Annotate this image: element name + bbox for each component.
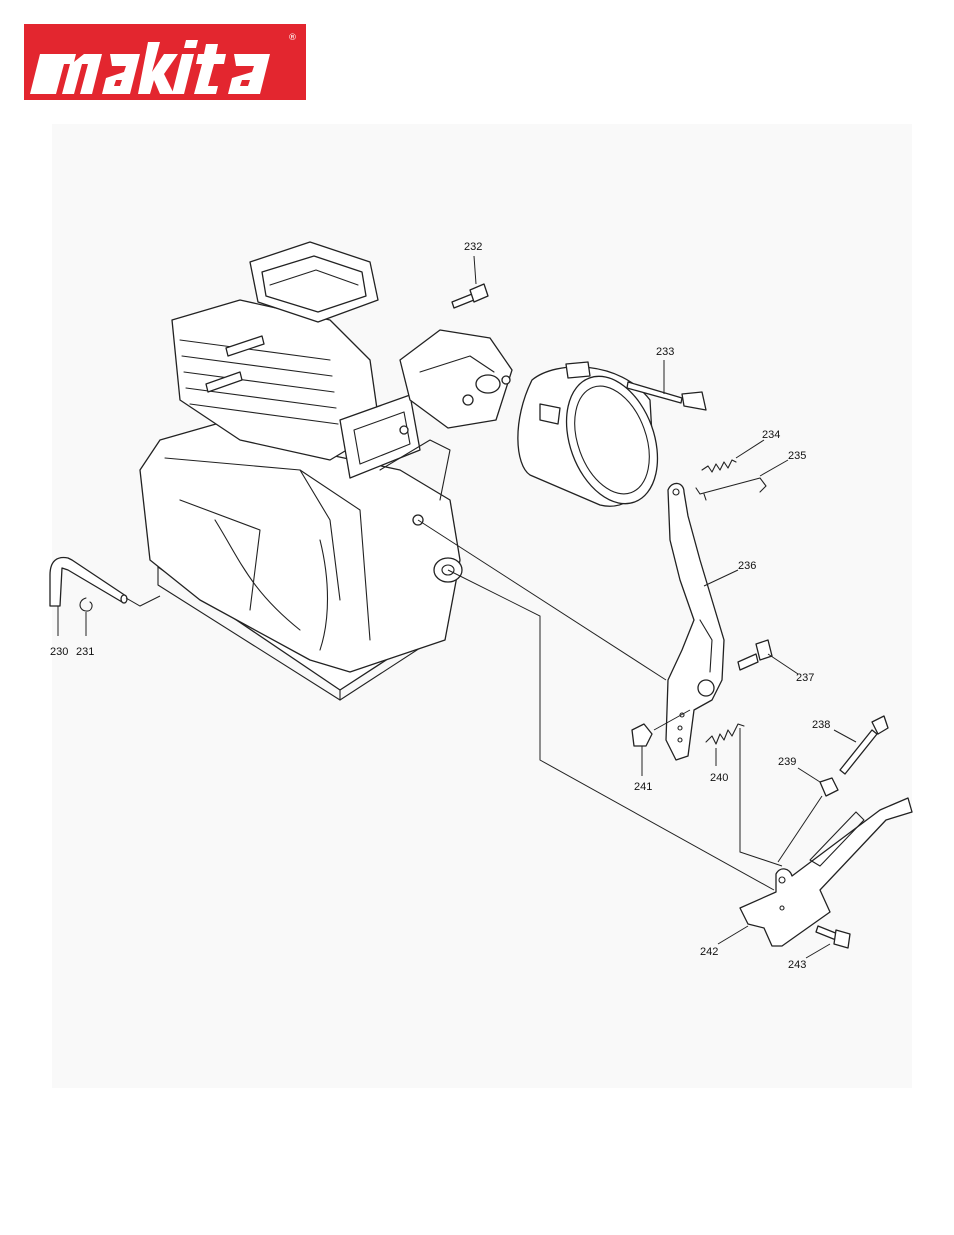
callout-230: 230 xyxy=(50,646,68,658)
engine-illustration xyxy=(140,242,512,700)
callout-234: 234 xyxy=(762,429,780,441)
callout-242: 242 xyxy=(700,946,718,958)
callout-237: 237 xyxy=(796,672,814,684)
callout-238: 238 xyxy=(812,719,830,731)
callout-241: 241 xyxy=(634,781,652,793)
part-242-bracket xyxy=(740,798,912,946)
air-filter-illustration xyxy=(518,362,674,516)
part-232-bolt xyxy=(452,284,488,308)
callout-233: 233 xyxy=(656,346,674,358)
part-239-nut xyxy=(820,778,838,796)
part-240-spring xyxy=(706,724,744,744)
callout-235: 235 xyxy=(788,450,806,462)
callout-239: 239 xyxy=(778,756,796,768)
callout-240: 240 xyxy=(710,772,728,784)
part-238-bolt xyxy=(840,716,888,774)
callout-231: 231 xyxy=(76,646,94,658)
part-234-spring xyxy=(702,460,736,472)
part-231-clip xyxy=(80,598,92,611)
part-241-nut xyxy=(632,724,652,746)
callout-232: 232 xyxy=(464,241,482,253)
part-243-bolt xyxy=(816,926,850,948)
callout-243: 243 xyxy=(788,959,806,971)
callout-236: 236 xyxy=(738,560,756,572)
part-235-rod xyxy=(696,478,766,500)
part-230-control-shaft xyxy=(50,558,127,606)
part-237-bolt xyxy=(738,640,772,670)
